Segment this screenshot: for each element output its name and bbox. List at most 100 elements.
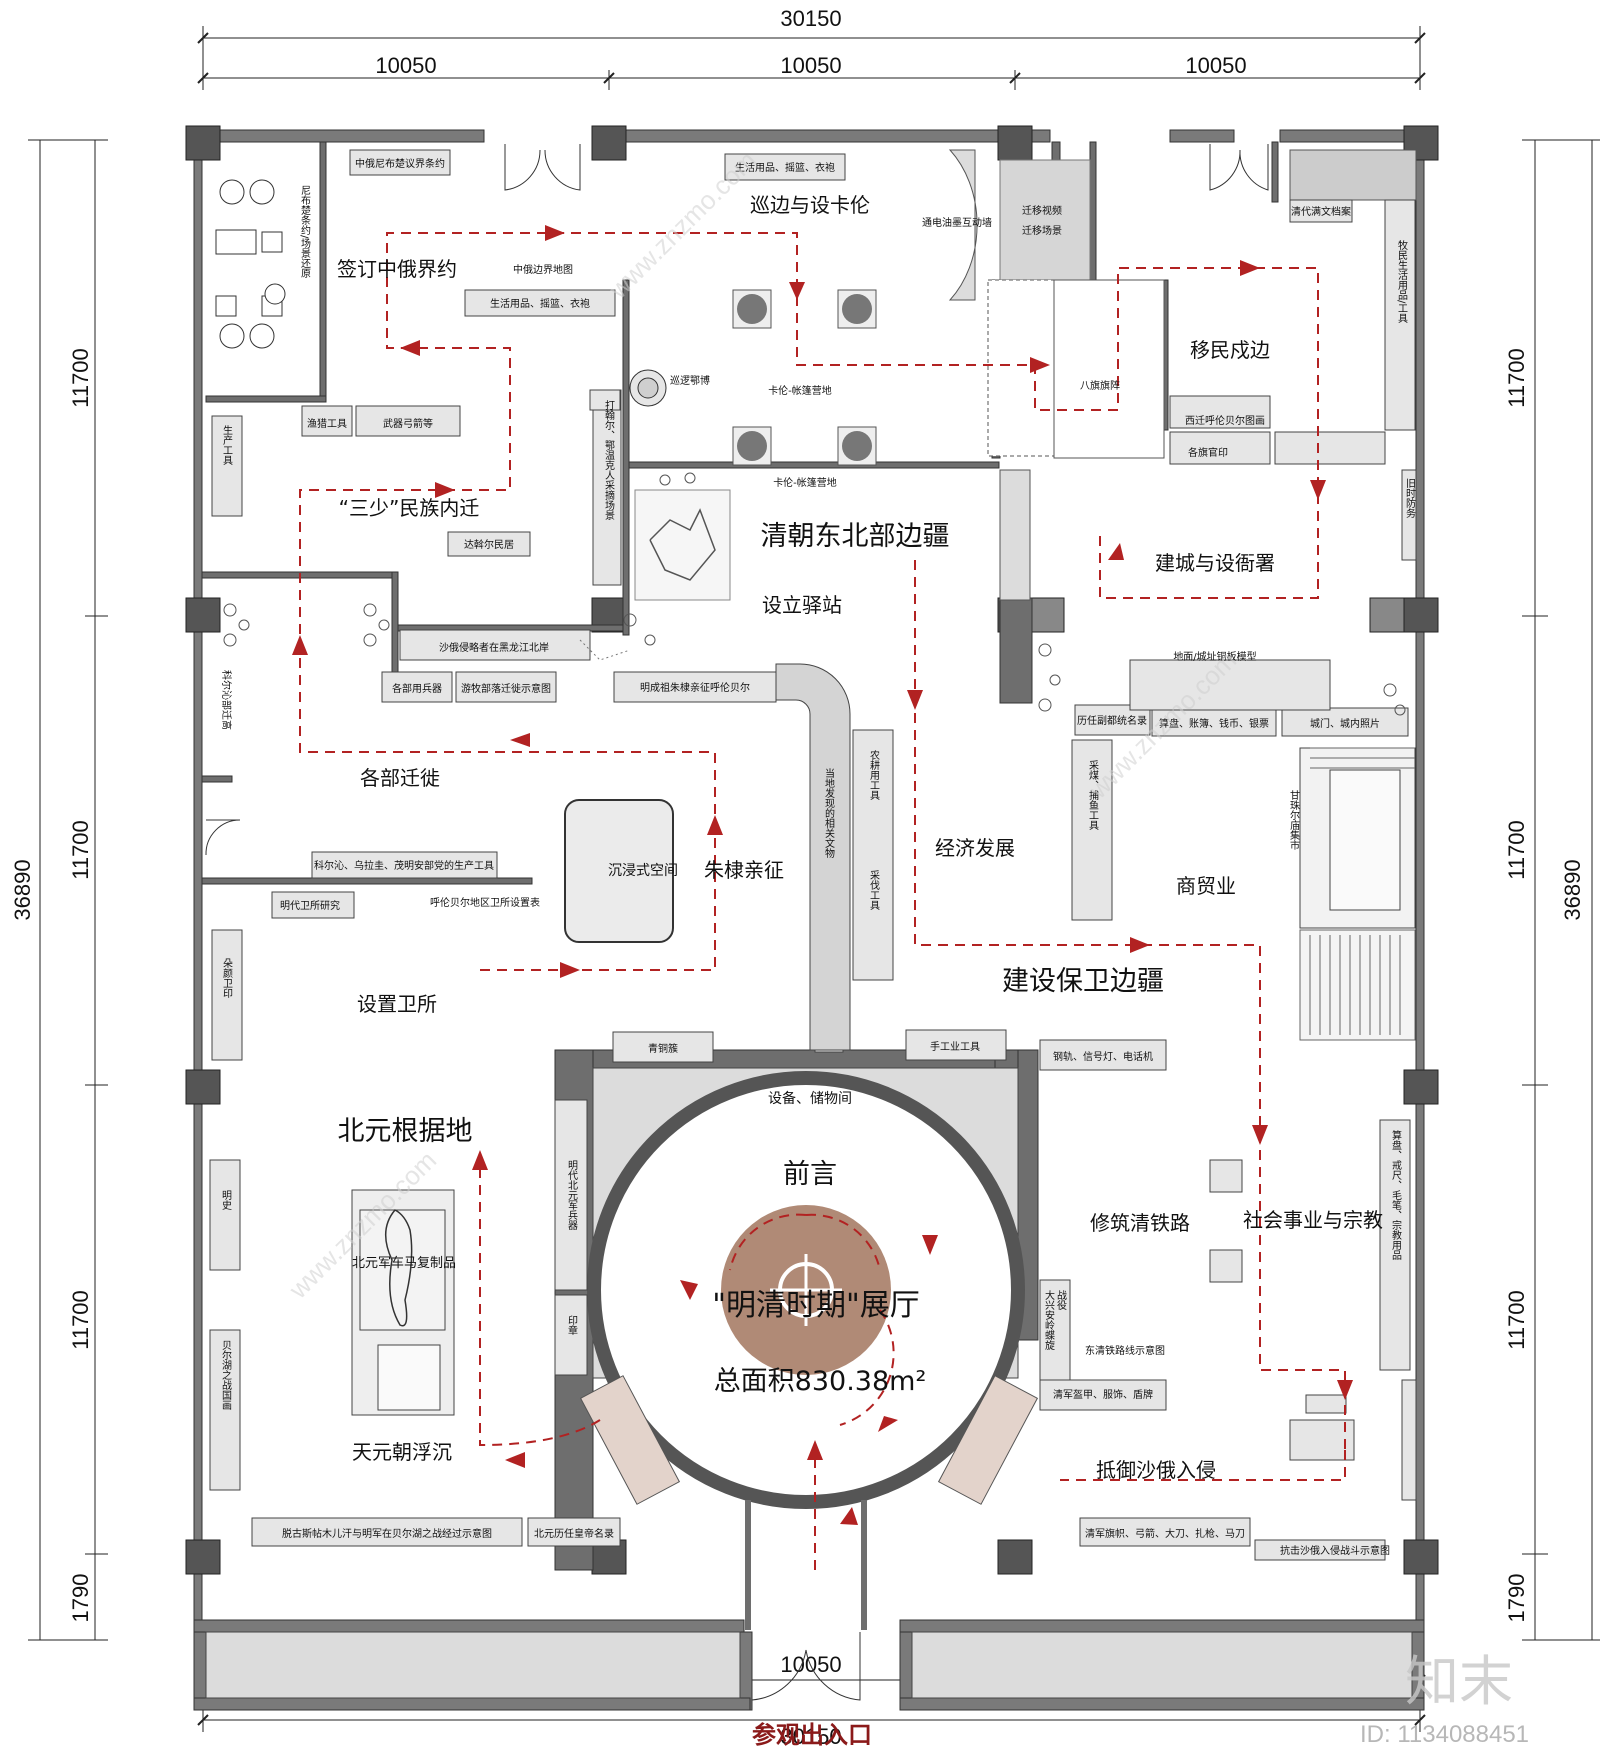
dim-top-seg-3: 10050 bbox=[1185, 53, 1246, 78]
label-dimian: 地面/城址铜板模型 bbox=[1173, 650, 1256, 663]
dim-left-row-2: 11700 bbox=[68, 820, 93, 880]
vlabel-duoyan: 朵颜卫印 bbox=[221, 958, 233, 998]
zone-cheng: 建城与设衙署 bbox=[1155, 551, 1275, 575]
dim-left-row-4: 1790 bbox=[68, 1574, 93, 1623]
dim-right-row-4: 1790 bbox=[1504, 1574, 1529, 1623]
map-exhibit bbox=[579, 489, 731, 661]
vlabel-mingdai-bj: 明代北元军兵器 bbox=[566, 1160, 578, 1231]
preface-room bbox=[579, 1067, 1039, 1630]
route-arrows bbox=[292, 225, 1353, 1525]
vlabel-suanpan: 算盘、戒尺、毛笔、宗教用品 bbox=[1390, 1129, 1402, 1261]
vlabel-zhanzheng: 战役 bbox=[1055, 1290, 1067, 1311]
watermark-id: ID: 1134088451 bbox=[1360, 1721, 1529, 1748]
vlabel-nbc-scene: 尼布楚条约/场景还原 bbox=[299, 185, 311, 279]
vlabel-daxinganling: 大兴安岭蝶旋 bbox=[1043, 1289, 1055, 1351]
entrance-label: 参观出入口 bbox=[752, 1721, 872, 1749]
preface-title: 前言 bbox=[783, 1159, 837, 1190]
total-area: 总面积830.38m² bbox=[714, 1366, 927, 1397]
zone-tianyuan: 天元朝浮沉 bbox=[352, 1440, 452, 1464]
label-beiyuan-car: 北元军车马复制品 bbox=[352, 1255, 456, 1271]
zone-zhudi: 朱棣亲征 bbox=[704, 858, 784, 882]
zone-jianshe: 建设保卫边疆 bbox=[1002, 966, 1164, 997]
label-dongqing: 东清铁路线示意图 bbox=[1085, 1344, 1165, 1357]
vlabel-caifa: 采伐工具 bbox=[868, 870, 880, 911]
label-qianyi-scene: 迁移场景 bbox=[1022, 224, 1062, 237]
dim-right-row-1: 11700 bbox=[1504, 348, 1529, 408]
outer-walls bbox=[193, 129, 1425, 1711]
label-keerqin: 科尔沁、乌拉圭、茂明安部党的生产工具 bbox=[314, 859, 494, 872]
zone-qing-ne: 清朝东北部边疆 bbox=[761, 521, 950, 552]
entrance-doors[interactable] bbox=[205, 144, 1269, 1701]
dim-top-seg-2: 10050 bbox=[780, 53, 841, 78]
zone-tielu: 修筑清铁路 bbox=[1090, 1211, 1190, 1235]
dim-right-row-3: 11700 bbox=[1504, 1290, 1529, 1350]
vlabel-jiuqi: 旧时防务 bbox=[1404, 478, 1416, 519]
label-qingjun: 清军盔甲、服饰、盾牌 bbox=[1053, 1388, 1153, 1401]
label-baqi: 八旗旗阵 bbox=[1080, 379, 1120, 392]
drum-exhibits bbox=[732, 289, 877, 466]
label-chengmen: 城门、城内照片 bbox=[1310, 717, 1380, 730]
zone-qiantu: 各部迁徙 bbox=[360, 766, 440, 790]
label-life-2: 生活用品、摇篮、衣袍 bbox=[490, 297, 590, 310]
dim-right-total: 36890 bbox=[1560, 859, 1585, 920]
vlabel-nonggeng: 农耕用工具 bbox=[868, 749, 880, 801]
dim-left-row-3: 11700 bbox=[68, 1290, 93, 1350]
display-cases bbox=[209, 149, 1417, 1561]
vlabel-muming: 牧民生活用品/工具 bbox=[1396, 239, 1408, 324]
label-xiqian: 西迁呼伦贝尔图画 bbox=[1185, 414, 1265, 427]
vlabel-yinzhang: 印章 bbox=[566, 1315, 578, 1335]
lobby-fills bbox=[205, 1631, 1413, 1699]
zone-jianyi: 设立驿站 bbox=[762, 593, 842, 617]
label-qingtong: 青铜簇 bbox=[648, 1042, 678, 1055]
dim-left-row-1: 11700 bbox=[68, 348, 93, 408]
vlabel-ganzhuer: 甘珠尔庙集市 bbox=[1288, 789, 1300, 851]
label-gangui: 钢轨、信号灯、电话机 bbox=[1053, 1050, 1153, 1063]
label-qing-archive: 清代满文档案 bbox=[1291, 205, 1351, 218]
dim-top-total: 30150 bbox=[780, 6, 841, 31]
label-kerqin-r: 科尔沁部迁高 bbox=[220, 670, 233, 730]
vlabel-shengchan: 生产工具 bbox=[221, 424, 233, 466]
curve-corridor bbox=[775, 663, 851, 1051]
label-suanpan: 算盘、账簿、钱币、银票 bbox=[1159, 717, 1269, 730]
watermark-brand: 知末 bbox=[1405, 1652, 1513, 1712]
label-qingjun-wq: 清军旗帜、弓箭、大刀、扎枪、马刀 bbox=[1085, 1527, 1245, 1540]
label-mingcheng: 明成祖朱棣亲征呼伦贝尔 bbox=[640, 681, 750, 694]
zone-jingji: 经济发展 bbox=[935, 836, 1015, 860]
label-life-1: 生活用品、摇篮、衣袍 bbox=[735, 161, 835, 174]
zone-three-few: “三少”民族内迁 bbox=[339, 496, 480, 520]
zone-migrate: 移民戍边 bbox=[1190, 338, 1270, 362]
label-tongdian: 通电油墨互动墙 bbox=[922, 216, 992, 229]
dim-bottom-seg-2: 10050 bbox=[780, 1652, 841, 1677]
label-hulun-ws: 呼伦贝尔地区卫所设置表 bbox=[430, 896, 540, 909]
label-gebu: 各部用兵器 bbox=[392, 682, 442, 695]
zone-chenjin: 沉浸式空间 bbox=[608, 863, 678, 879]
label-dawoer: 达斡尔民居 bbox=[464, 538, 514, 551]
label-mingdai-ws: 明代卫所研究 bbox=[280, 899, 340, 912]
hall-name: "明清时期"展厅 bbox=[712, 1288, 920, 1323]
plants bbox=[223, 472, 1406, 716]
horse-model bbox=[385, 1209, 413, 1327]
label-beiyuan-emp: 北元历任皇帝名录 bbox=[534, 1527, 614, 1540]
vlabel-dawoer: 打翰尔、鄂温克人采摘场景 bbox=[603, 399, 615, 520]
tower bbox=[948, 149, 1417, 301]
vlabel-mingshi: 明史 bbox=[220, 1190, 232, 1211]
zone-dikang: 抵御沙俄入侵 bbox=[1096, 1458, 1216, 1482]
vlabel-beierhu: 贝尔湖之战国画 bbox=[220, 1340, 232, 1411]
label-kalun-camp: 卡伦-帐篷营地 bbox=[768, 384, 832, 397]
tour-route bbox=[299, 232, 1346, 1570]
zone-sign-treaty: 签订中俄界约 bbox=[337, 257, 457, 281]
watermark-site-1: www.znzmo.com bbox=[602, 145, 762, 305]
label-kangji: 抗击沙俄入侵战斗示意图 bbox=[1280, 1544, 1390, 1557]
dim-top-seg-1: 10050 bbox=[375, 53, 436, 78]
zone-patrol: 巡边与设卡伦 bbox=[750, 193, 870, 217]
vlabel-caimei: 采煤、捕鱼工具 bbox=[1087, 760, 1099, 831]
label-tuogusi: 脱古斯帖木儿汗与明军在贝尔湖之战经过示意图 bbox=[282, 1527, 492, 1540]
zone-beiyuan: 北元根据地 bbox=[338, 1116, 473, 1147]
label-shebei: 设备、储物间 bbox=[768, 1090, 852, 1107]
label-kalun-camp-2: 卡伦-帐篷营地 bbox=[773, 476, 837, 489]
tables bbox=[215, 179, 667, 407]
stair-steps bbox=[1299, 747, 1416, 1041]
label-map-border: 中俄边界地图 bbox=[513, 263, 573, 276]
label-shougong: 手工业工具 bbox=[930, 1040, 980, 1053]
label-wuqi: 武器弓箭等 bbox=[383, 417, 433, 430]
